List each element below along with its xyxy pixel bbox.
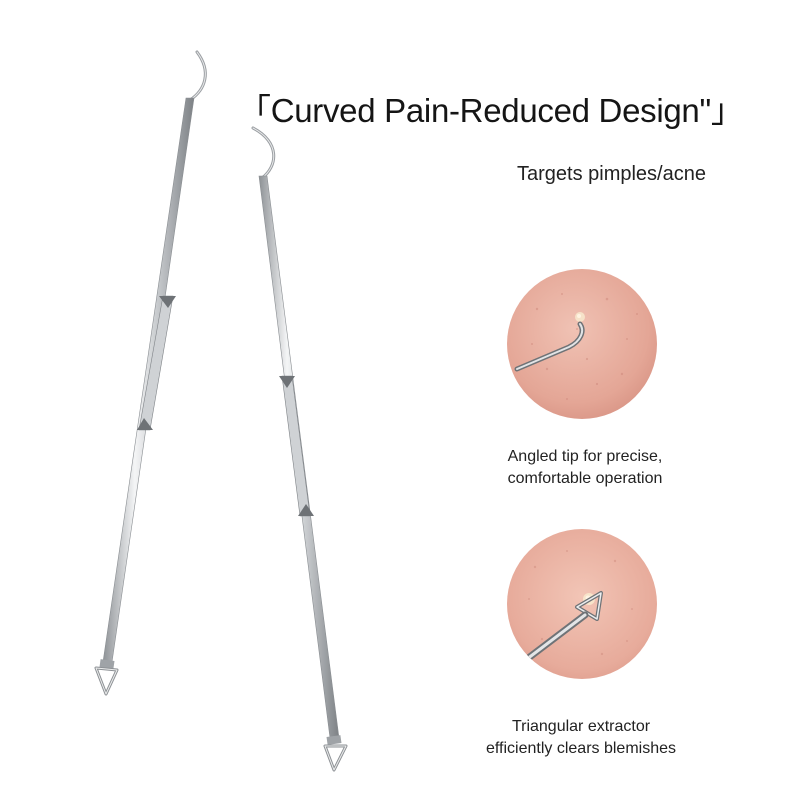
feature-caption-2: Triangular extractor efficiently clears … bbox=[466, 716, 696, 760]
feature-caption-1-line-1: Angled tip for precise, bbox=[507, 448, 663, 465]
triangle-extractor-closeup-icon bbox=[507, 529, 657, 679]
feature-caption-2-line-1: Triangular extractor bbox=[511, 718, 651, 735]
subhead: Targets pimples/acne bbox=[517, 163, 706, 185]
feature-caption-1-line-2: comfortable operation bbox=[507, 470, 663, 487]
feature-caption-1: Angled tip for precise, comfortable oper… bbox=[470, 446, 700, 490]
feature-caption-2-line-2: efficiently clears blemishes bbox=[485, 740, 676, 757]
extractor-tool-right bbox=[251, 126, 348, 772]
curved-tip-closeup-icon bbox=[507, 269, 657, 419]
extractor-tool-left bbox=[94, 50, 207, 696]
headline: 「Curved Pain-Reduced Design"」 bbox=[238, 92, 744, 129]
